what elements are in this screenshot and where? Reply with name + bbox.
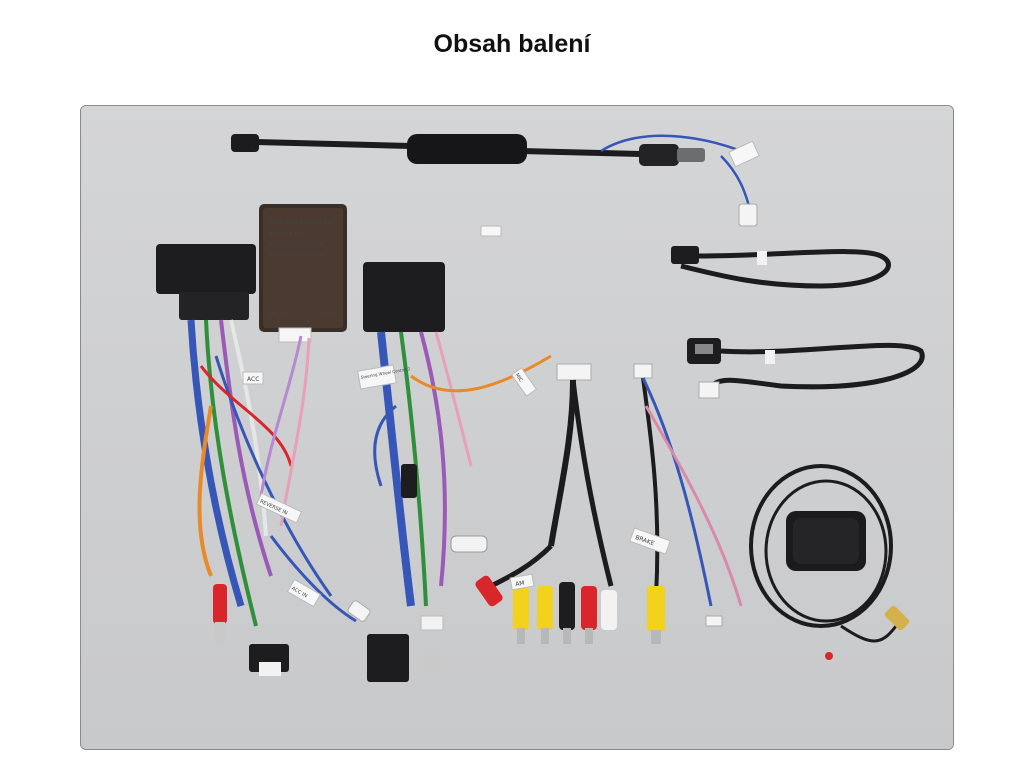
photo-background — [81, 106, 953, 749]
tag-mic: MIC — [514, 372, 525, 383]
can-bus-decoder-box: CAN BUS DECODER 2020-05-12 For 8210/W211… — [259, 204, 347, 343]
decoder-pin-right: SW_TX — [319, 312, 337, 318]
decoder-pin-left: SW_TO — [269, 312, 287, 318]
package-contents-illustration: CAN BUS DECODER 2020-05-12 For 8210/W211… — [81, 106, 953, 749]
tag-acc: ACC — [247, 376, 259, 383]
decoder-label-line1: CAN BUS DECODER — [269, 218, 333, 226]
decoder-label-line4: W220/W209/CLS/C320 — [269, 252, 326, 258]
decoder-label-line3: For 8210/W211/Viano — [269, 242, 323, 248]
decoder-label-line2: 2020-05-12 — [269, 232, 301, 238]
rca-video-harness — [450, 363, 617, 644]
usb-cables — [671, 246, 925, 399]
tag-am: AM — [515, 580, 525, 589]
page-title: Obsah balení — [433, 30, 591, 58]
gps-antenna — [749, 464, 910, 660]
camera-input-harness: BRAKE — [629, 363, 743, 644]
secondary-wiring-harness: Steering Wheel Control 2 MIC — [357, 225, 552, 682]
main-wiring-harness: ACC REVERSE IN ACC IN — [156, 244, 371, 676]
tag-am-background — [509, 573, 535, 591]
product-photo: CAN BUS DECODER 2020-05-12 For 8210/W211… — [80, 105, 954, 750]
antenna-adapter-cable — [231, 134, 760, 227]
